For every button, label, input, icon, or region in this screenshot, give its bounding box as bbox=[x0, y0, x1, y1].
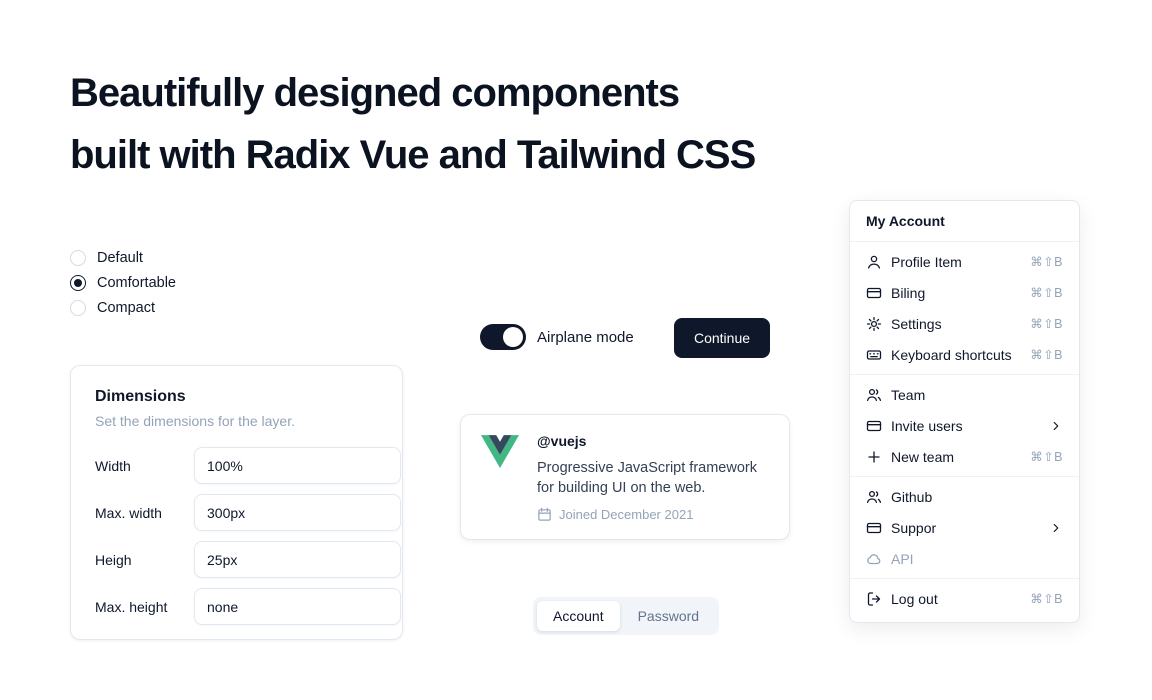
keyboard-icon bbox=[866, 347, 882, 363]
menu-item-settings[interactable]: Settings ⌘⇧B bbox=[850, 308, 1079, 339]
density-radio-group: Default Comfortable Compact bbox=[70, 250, 176, 316]
gear-icon bbox=[866, 316, 882, 332]
credit-card-icon bbox=[866, 418, 882, 434]
tab-password[interactable]: Password bbox=[637, 608, 700, 624]
chevron-right-icon bbox=[1049, 419, 1063, 433]
radio-circle[interactable] bbox=[70, 300, 86, 316]
users-icon bbox=[866, 489, 882, 505]
menu-title: My Account bbox=[866, 213, 945, 229]
account-password-tabs: Account Password bbox=[533, 597, 720, 635]
menu-group-logout: Log out ⌘⇧B bbox=[850, 579, 1079, 618]
chevron-right-icon bbox=[1049, 521, 1063, 535]
width-input[interactable] bbox=[194, 447, 401, 484]
field-label: Heigh bbox=[95, 551, 132, 568]
menu-separator bbox=[850, 241, 1079, 242]
menu-item-log-out[interactable]: Log out ⌘⇧B bbox=[850, 583, 1079, 614]
menu-item-support[interactable]: Suppor bbox=[850, 512, 1079, 543]
menu-item-label: New team bbox=[891, 448, 955, 465]
vue-description: Progressive JavaScript framework for bui… bbox=[537, 460, 757, 496]
menu-item-shortcut: ⌘⇧B bbox=[1030, 348, 1063, 362]
airplane-mode-row: Airplane mode bbox=[480, 324, 634, 350]
max-width-input[interactable] bbox=[194, 494, 401, 531]
height-input[interactable] bbox=[194, 541, 401, 578]
field-label: Width bbox=[95, 457, 131, 474]
field-row-max-width: Max. width bbox=[95, 494, 401, 531]
menu-item-keyboard-shortcuts[interactable]: Keyboard shortcuts ⌘⇧B bbox=[850, 339, 1079, 370]
field-label: Max. height bbox=[95, 598, 168, 615]
menu-item-label: Keyboard shortcuts bbox=[891, 346, 1012, 363]
menu-group-misc: Github Suppor API bbox=[850, 477, 1079, 578]
dimensions-title: Dimensions bbox=[95, 388, 186, 405]
radio-label: Compact bbox=[97, 300, 156, 316]
menu-group-profile: Profile Item ⌘⇧B Biling ⌘⇧B Settings ⌘⇧B… bbox=[850, 242, 1079, 374]
menu-item-team[interactable]: Team bbox=[850, 379, 1079, 410]
radio-label: Comfortable bbox=[97, 275, 176, 291]
airplane-mode-label: Airplane mode bbox=[537, 328, 634, 346]
menu-item-shortcut: ⌘⇧B bbox=[1030, 592, 1063, 606]
menu-item-label: Profile Item bbox=[891, 253, 962, 270]
vue-joined-row: Joined December 2021 bbox=[537, 507, 769, 522]
menu-item-shortcut: ⌘⇧B bbox=[1030, 317, 1063, 331]
menu-item-label: Invite users bbox=[891, 417, 963, 434]
menu-item-billing[interactable]: Biling ⌘⇧B bbox=[850, 277, 1079, 308]
field-row-max-height: Max. height bbox=[95, 588, 401, 625]
menu-group-team: Team Invite users New team ⌘⇧B bbox=[850, 375, 1079, 476]
page-title-line1: Beautifully designed components bbox=[70, 71, 680, 115]
switch-knob bbox=[503, 327, 523, 347]
radio-circle[interactable] bbox=[70, 250, 86, 266]
calendar-icon bbox=[538, 507, 551, 521]
menu-item-label: Team bbox=[891, 386, 926, 403]
menu-separator bbox=[850, 476, 1079, 477]
field-row-width: Width bbox=[95, 447, 401, 484]
users-icon bbox=[866, 387, 882, 403]
menu-item-shortcut: ⌘⇧B bbox=[1030, 255, 1063, 269]
vuejs-profile-card: @vuejs Progressive JavaScript framework … bbox=[460, 414, 790, 540]
field-label: Max. width bbox=[95, 504, 162, 521]
radio-option-compact[interactable]: Compact bbox=[70, 300, 176, 316]
menu-item-label: Biling bbox=[891, 284, 926, 301]
menu-item-shortcut: ⌘⇧B bbox=[1030, 286, 1063, 300]
menu-item-label: Github bbox=[891, 488, 933, 505]
radio-option-comfortable[interactable]: Comfortable bbox=[70, 275, 176, 291]
continue-button[interactable]: Continue bbox=[674, 318, 770, 358]
menu-item-shortcut: ⌘⇧B bbox=[1030, 450, 1063, 464]
dimensions-card: Dimensions Set the dimensions for the la… bbox=[70, 365, 403, 640]
field-row-height: Heigh bbox=[95, 541, 401, 578]
menu-item-label: Suppor bbox=[891, 519, 937, 536]
menu-item-label: Log out bbox=[891, 590, 938, 607]
credit-card-icon bbox=[866, 520, 882, 536]
airplane-mode-switch[interactable] bbox=[480, 324, 526, 350]
plus-icon bbox=[866, 449, 882, 465]
tab-account[interactable]: Account bbox=[537, 601, 620, 631]
radio-circle-checked[interactable] bbox=[70, 275, 86, 291]
menu-item-api: API bbox=[850, 543, 1079, 574]
page-title-line2: built with Radix Vue and Tailwind CSS bbox=[70, 133, 756, 177]
vue-logo-icon bbox=[481, 435, 519, 468]
menu-item-label: Settings bbox=[891, 315, 942, 332]
vue-handle: @vuejs bbox=[537, 433, 587, 449]
menu-item-label: API bbox=[891, 550, 914, 567]
max-height-input[interactable] bbox=[194, 588, 401, 625]
menu-item-invite-users[interactable]: Invite users bbox=[850, 410, 1079, 441]
menu-separator bbox=[850, 578, 1079, 579]
user-icon bbox=[866, 254, 882, 270]
dimensions-fields: Width Max. width Heigh Max. height bbox=[95, 447, 401, 625]
vue-joined-text: Joined December 2021 bbox=[559, 507, 694, 522]
my-account-menu: My Account Profile Item ⌘⇧B Biling ⌘⇧B S… bbox=[849, 200, 1080, 623]
radio-label: Default bbox=[97, 250, 143, 266]
vue-card-body: @vuejs Progressive JavaScript framework … bbox=[537, 433, 769, 539]
page-title: Beautifully designed components built wi… bbox=[70, 62, 756, 186]
cloud-icon bbox=[866, 551, 882, 567]
credit-card-icon bbox=[866, 285, 882, 301]
menu-item-github[interactable]: Github bbox=[850, 481, 1079, 512]
menu-separator bbox=[850, 374, 1079, 375]
logout-icon bbox=[866, 591, 882, 607]
radio-option-default[interactable]: Default bbox=[70, 250, 176, 266]
menu-item-new-team[interactable]: New team ⌘⇧B bbox=[850, 441, 1079, 472]
menu-item-profile[interactable]: Profile Item ⌘⇧B bbox=[850, 246, 1079, 277]
dimensions-subtitle: Set the dimensions for the layer. bbox=[95, 413, 295, 429]
